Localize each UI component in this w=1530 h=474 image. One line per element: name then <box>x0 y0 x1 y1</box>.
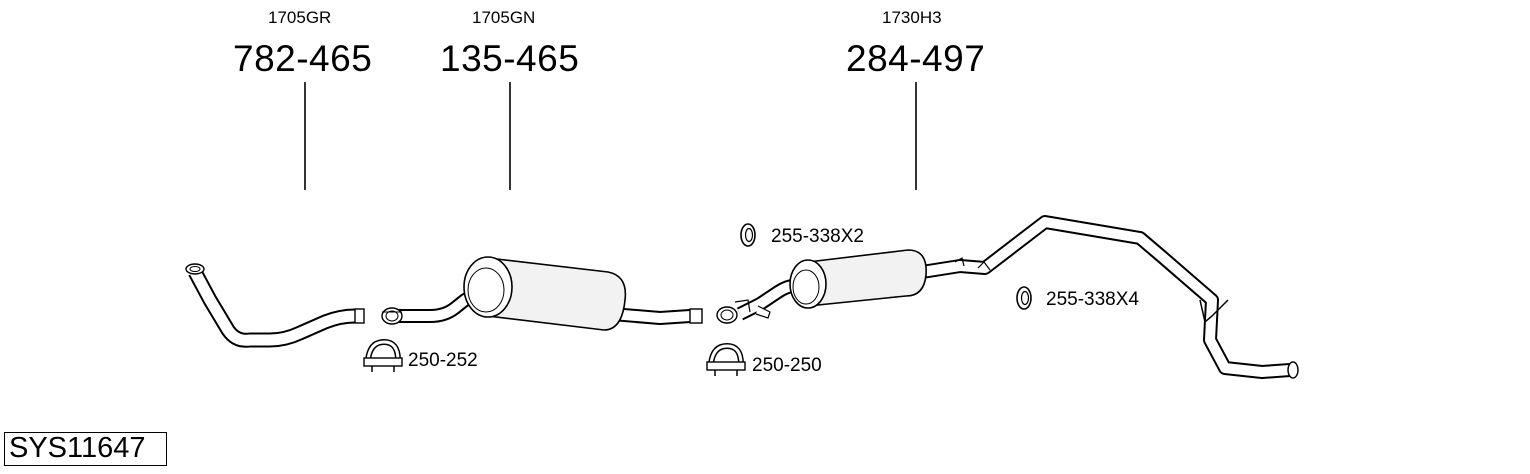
pipe-clamp-icon[interactable] <box>706 342 746 376</box>
accessory-label-gasket-x2[interactable]: 255-338X2 <box>771 226 864 247</box>
accessory-label-clamp-250-250[interactable]: 250-250 <box>752 355 822 376</box>
rear-silencer-part[interactable] <box>716 215 1299 379</box>
system-id: SYS11647 <box>9 432 146 464</box>
middle-silencer-part[interactable] <box>381 256 703 331</box>
part-code-rear-silencer: 1730H3 <box>882 8 942 27</box>
system-id-box: SYS11647 <box>4 432 167 466</box>
accessory-label-gasket-x4[interactable]: 255-338X4 <box>1046 289 1139 310</box>
part-code-front-pipe: 1705GR <box>268 8 332 27</box>
accessory-label-clamp-250-252[interactable]: 250-252 <box>408 350 478 371</box>
part-number-rear-silencer[interactable]: 284-497 <box>846 38 986 79</box>
pipe-clamp-icon[interactable] <box>363 338 403 372</box>
part-number-middle-silencer[interactable]: 135-465 <box>440 38 580 79</box>
part-code-middle-silencer: 1705GN <box>472 8 536 27</box>
front-pipe-part[interactable] <box>185 263 365 348</box>
gasket-ring-icon[interactable] <box>740 223 756 247</box>
part-number-front-pipe[interactable]: 782-465 <box>233 38 373 79</box>
gasket-ring-icon[interactable] <box>1016 286 1032 310</box>
